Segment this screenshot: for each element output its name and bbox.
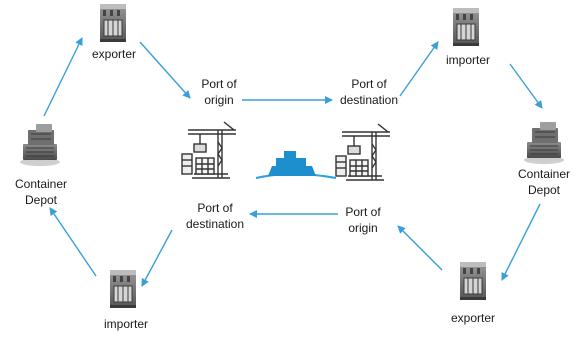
container-stack-icon: [19, 123, 61, 167]
container-ship-icon: [255, 151, 337, 179]
port-crane-icon: [181, 121, 237, 179]
factory-icon: [459, 261, 487, 301]
arrow-container-depot-to-exporter: [501, 203, 541, 281]
container-depot-label-left: Container Depot: [14, 177, 68, 207]
container-stack-icon: [523, 121, 565, 165]
importer-label-bottom-left: importer: [103, 317, 148, 331]
port-crane-icon: [335, 123, 391, 181]
arrow-port-destination-to-importer: [399, 41, 439, 97]
arrow-container-depot-to-exporter-left: [43, 37, 83, 117]
port-of-destination-label-bottom: Port of destination: [185, 201, 245, 231]
port-of-origin-label-top: Port of origin: [201, 77, 237, 107]
factory-icon: [109, 269, 137, 309]
container-depot-label-right: Container Depot: [517, 167, 571, 197]
arrow-exporter-to-port-origin-bottom: [397, 225, 443, 271]
port-of-origin-label-bottom: Port of origin: [345, 205, 381, 235]
arrow-importer-to-container-depot-left: [49, 207, 97, 277]
exporter-label-bottom-right: exporter: [450, 311, 496, 325]
port-of-destination-label-top: Port of destination: [339, 77, 399, 107]
importer-label-top-right: importer: [445, 53, 490, 67]
factory-icon: [99, 3, 127, 43]
arrow-importer-to-container-depot: [509, 63, 543, 109]
arrow-exporter-to-port-origin: [139, 41, 191, 99]
factory-icon: [452, 7, 480, 47]
exporter-label-top-left: exporter: [91, 47, 137, 61]
arrow-port-destination-to-importer-bottom: [141, 229, 173, 287]
